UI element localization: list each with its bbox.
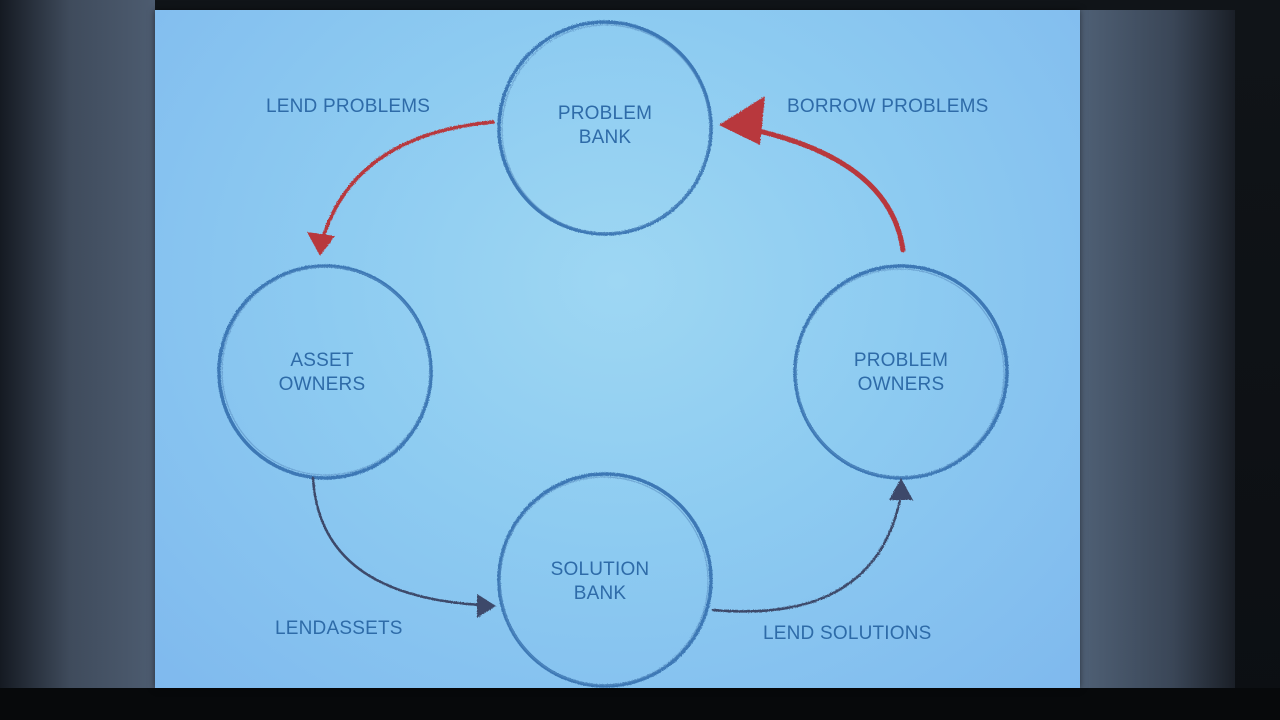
- node-solution-bank-circle: [497, 472, 713, 688]
- node-asset-owners-line-2: OWNERS: [278, 374, 366, 395]
- node-asset-owners-line-1: ASSET: [290, 350, 354, 371]
- node-problem-owners-line-1: PROBLEM: [853, 350, 949, 371]
- node-problem-bank-circle: [497, 20, 713, 236]
- node-solution-bank-line-1: SOLUTION: [550, 559, 650, 580]
- borrow-problems-label: BORROW PROBLEMS: [787, 96, 989, 117]
- borrow-problems-arrow: [719, 96, 906, 253]
- lend-problems-label: LEND PROBLEMS: [266, 96, 431, 117]
- node-solution-bank-line-2: BANK: [573, 583, 627, 604]
- lend-solutions-arrow: [711, 478, 913, 613]
- bottom-band: [0, 688, 1280, 720]
- right-wall: [1080, 10, 1235, 690]
- node-asset-owners-circle: [217, 264, 433, 480]
- node-asset-owners-label: ASSET OWNERS: [242, 349, 402, 397]
- node-problem-bank-label: PROBLEM BANK: [525, 102, 685, 150]
- cycle-diagram: [217, 20, 1009, 688]
- node-problem-owners-line-2: OWNERS: [857, 374, 945, 395]
- slide: PROBLEM BANK ASSET OWNERS PROBLEM OWNERS…: [155, 10, 1080, 688]
- lend-assets-arrow: [311, 476, 496, 618]
- node-problem-bank-line-2: BANK: [578, 127, 632, 148]
- node-solution-bank-label: SOLUTION BANK: [520, 558, 680, 606]
- lend-solutions-label: LEND SOLUTIONS: [763, 623, 932, 644]
- node-problem-owners-label: PROBLEM OWNERS: [821, 349, 981, 397]
- node-problem-bank-line-1: PROBLEM: [557, 103, 653, 124]
- left-wall: [0, 0, 155, 690]
- lend-problems-arrow: [307, 120, 495, 256]
- lend-assets-label: LENDASSETS: [275, 618, 403, 639]
